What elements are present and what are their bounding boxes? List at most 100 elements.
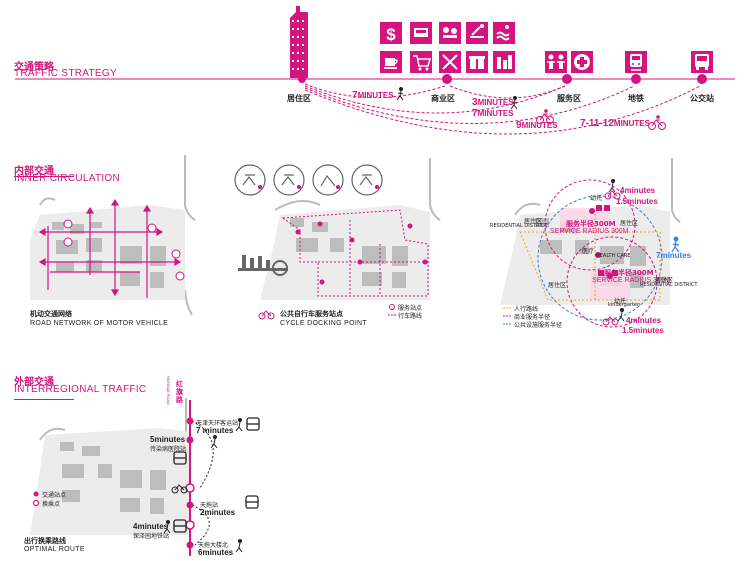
cycle-legend-route: 行车路线 — [398, 313, 423, 320]
commercial-icons: $ — [380, 22, 515, 73]
service-residential-label2: 居住区 — [620, 220, 639, 227]
service-legend-commercial: 商业服务半径 — [514, 314, 551, 321]
bike-icons — [536, 109, 666, 130]
ext-stop2: 传染病医院站 — [150, 446, 187, 453]
hand-icons — [234, 164, 383, 196]
inner-rule — [14, 176, 74, 177]
service-top-time1: 4minutes — [620, 186, 656, 195]
ext-bike-icon — [171, 484, 188, 494]
inner-title-en: INNER CIRCULATION — [14, 173, 121, 184]
road-network-zh: 机动交通网络 — [30, 310, 72, 318]
legend-bike-icon — [258, 310, 275, 320]
bike-station-icon — [238, 255, 288, 276]
time-label-5: 7-11-12MINUTES — [580, 118, 650, 129]
ext-stop5: 天拖大楼北 — [198, 542, 229, 549]
interregional-map — [30, 398, 260, 556]
external-rule — [14, 399, 74, 400]
cycle-en: CYCLE DOCKING POINT — [280, 320, 367, 327]
legend-transfer-dot — [32, 499, 40, 507]
service-icons — [545, 51, 593, 73]
node-label-commercial: 商业区 — [431, 94, 455, 103]
cycle-zh: 公共自行车服务站点 — [280, 310, 343, 318]
time-label-2: 3MINUTES — [472, 97, 514, 108]
ext-time3: 2minutes — [200, 508, 236, 517]
optimal-en: OPTIMAL ROUTE — [24, 546, 85, 553]
service-health-en: HEALTH CARE — [596, 253, 631, 259]
hand-icon-3 — [312, 164, 344, 196]
service-map — [500, 158, 681, 328]
swim-icon — [493, 22, 515, 44]
hand-icon-2 — [273, 164, 305, 196]
service-legend-walk: 人行路线 — [514, 306, 539, 313]
food-icon — [439, 22, 461, 44]
bus-icon — [691, 51, 713, 73]
node-label-bus: 公交站 — [690, 94, 714, 103]
road-name-zh: 红旗路 — [176, 380, 183, 404]
road-name-en: HONGQI ROAD — [166, 376, 171, 405]
service-bot-time1: 4minutes — [626, 316, 662, 325]
ext-legend-stop: 交通站点 — [42, 492, 67, 499]
external-title-en: INTERREGIONAL TRAFFIC — [14, 384, 147, 395]
service-kindergarten-en: kindergarten — [608, 302, 641, 308]
node-marker-bus — [697, 74, 707, 84]
ext-time1: 7 minutes — [196, 426, 234, 435]
ext-stop3: 天拖站 — [200, 502, 219, 509]
service-bike-icons — [602, 190, 621, 326]
service-kindergarten-bot: 幼托 — [614, 298, 627, 305]
node-marker-service — [562, 74, 572, 84]
ext-stop4: 保泽园地铁站 — [133, 533, 170, 540]
cycle-map — [234, 158, 441, 320]
ext-time5: 6minutes — [198, 548, 234, 557]
ext-time2: 5minutes — [150, 435, 186, 444]
service-walk-time: 7minutes — [656, 251, 692, 260]
dollar-icon — [380, 22, 402, 44]
cycle-legend-point: 服务站点 — [398, 305, 423, 312]
mini-icons — [596, 205, 618, 276]
blue-walk-icon — [671, 236, 680, 253]
service-health-zh: 医疗 — [582, 248, 595, 255]
metro-train-icon — [173, 519, 187, 533]
service-radius-zh-bot: 服务半径300M — [604, 269, 654, 277]
optimal-zh: 出行换乘路线 — [24, 537, 66, 545]
service-legend-public: 公共设施服务半径 — [514, 322, 563, 329]
traffic-title-en: TRAFFIC STRATEGY — [14, 68, 117, 79]
road-network-en: ROAD NETWORK OF MOTOR VEHICLE — [30, 320, 169, 327]
ext-walk-icons — [163, 418, 243, 553]
time-label-1: 7MINUTES — [352, 90, 394, 101]
service-top-time2: 1.5minutes — [616, 197, 658, 206]
svg-text:$: $ — [386, 25, 396, 44]
road-network-map — [30, 155, 196, 316]
tower-icon — [290, 6, 308, 78]
inner-title-zh: 内部交通 — [14, 166, 54, 177]
fitness-icon — [466, 22, 488, 44]
node-marker-commercial — [442, 74, 452, 84]
time-label-4: 9MINUTES — [516, 120, 558, 131]
service-radius-en-bot: SERVICE RADIUS 300M — [592, 277, 671, 284]
service-residential-label4: 居住区 — [655, 277, 674, 284]
node-label-service: 服务区 — [557, 94, 581, 103]
time-label-3: 7MINUTES — [472, 108, 514, 119]
legend-point-marker — [389, 304, 395, 310]
traffic-title-zh: 交通策略 — [14, 62, 54, 73]
service-radius-zh-top: 服务半径300M — [566, 220, 616, 228]
legend-stop-dot — [33, 491, 39, 497]
service-residential-label1: 居住区 — [524, 218, 543, 225]
hand-icon-4 — [351, 164, 383, 196]
ext-stop1: 天津天环客运站 — [196, 420, 239, 427]
service-residential-en1: RESIDENTIAL DISTRICT — [490, 223, 548, 229]
ext-legend-transfer: 换乘点 — [42, 501, 61, 508]
bus-icons — [173, 417, 260, 509]
node-marker-metro — [631, 74, 641, 84]
service-kindergarten-top: 幼托 — [590, 195, 603, 202]
timeline: $ — [15, 6, 735, 135]
node-label-residential: 居住区 — [287, 94, 311, 103]
walk-icons — [396, 87, 518, 110]
external-title-zh: 外部交通 — [14, 377, 54, 388]
service-residential-label3: 居住区 — [548, 282, 567, 289]
ext-time4: 4minutes — [133, 522, 169, 531]
node-marker-residential — [298, 75, 306, 83]
hand-icon-1 — [234, 164, 266, 196]
metro-icon — [625, 51, 647, 73]
service-bot-time2: 1.5minutes — [622, 326, 664, 335]
